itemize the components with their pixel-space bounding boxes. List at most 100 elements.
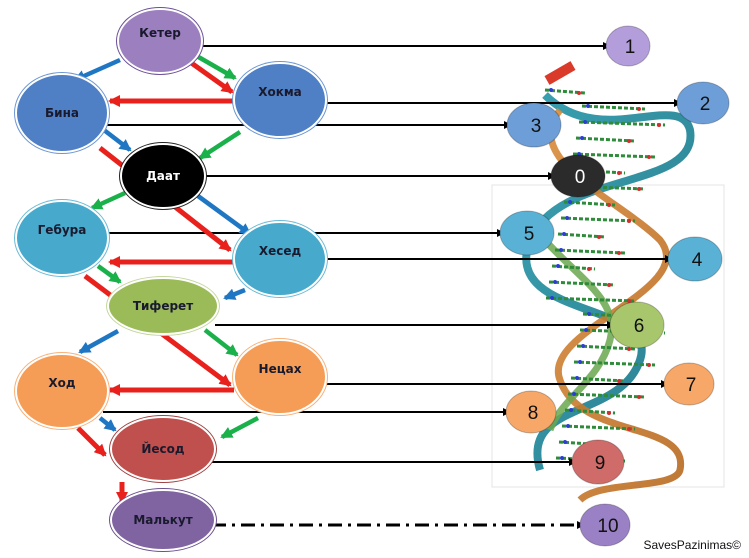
node-yesod[interactable]: Йесод bbox=[109, 415, 217, 483]
marker-4[interactable]: 4 bbox=[667, 236, 723, 282]
dna-strand-b bbox=[547, 107, 685, 503]
node-label: Гебура bbox=[38, 223, 87, 237]
atom bbox=[627, 347, 631, 351]
atom bbox=[627, 299, 631, 303]
green-arrow bbox=[220, 416, 260, 439]
base-pair bbox=[545, 296, 636, 303]
atom bbox=[627, 139, 631, 143]
node-tiferet[interactable]: Тиферет bbox=[106, 276, 220, 336]
node-label: Хокма bbox=[258, 85, 302, 99]
blue-arrow bbox=[196, 194, 252, 236]
marker-label: 8 bbox=[528, 403, 539, 424]
dna-markers: 1 2 3 0 5 4 6 7 8 9 10 bbox=[499, 25, 730, 547]
base-pair bbox=[578, 120, 666, 127]
marker-label: 7 bbox=[686, 375, 697, 396]
marker-10[interactable]: 10 bbox=[579, 503, 631, 547]
correspondence-lines bbox=[103, 42, 682, 529]
node-daat[interactable]: Даат bbox=[119, 142, 207, 210]
node-label: Тиферет bbox=[133, 299, 193, 313]
dna-helix-illustration bbox=[491, 61, 725, 503]
atom bbox=[607, 411, 611, 415]
base-pair bbox=[567, 392, 646, 399]
node-label: Ход bbox=[48, 376, 75, 390]
marker-label: 2 bbox=[700, 94, 711, 115]
marker-8[interactable]: 8 bbox=[505, 390, 557, 434]
node-netsah[interactable]: Нецах bbox=[232, 338, 328, 416]
marker-body bbox=[499, 210, 555, 256]
marker-label: 6 bbox=[634, 316, 645, 337]
base-pair bbox=[573, 360, 656, 367]
node-body bbox=[110, 416, 216, 482]
marker-6[interactable]: 6 bbox=[609, 301, 665, 349]
node-malkut[interactable]: Малькут bbox=[109, 488, 217, 552]
marker-body bbox=[676, 81, 730, 125]
green-arrow bbox=[198, 130, 242, 160]
base-pair bbox=[560, 216, 636, 223]
marker-body bbox=[550, 154, 606, 198]
marker-9[interactable]: 9 bbox=[571, 439, 625, 485]
marker-body bbox=[609, 301, 665, 349]
marker-label: 5 bbox=[524, 224, 535, 245]
node-keter[interactable]: Кетер bbox=[116, 7, 204, 75]
base-pair bbox=[570, 376, 626, 383]
node-hokma[interactable]: Хокма bbox=[232, 61, 328, 139]
node-body bbox=[15, 73, 109, 153]
atom bbox=[569, 408, 573, 412]
atom bbox=[637, 187, 641, 191]
base-pair bbox=[572, 152, 656, 159]
node-hesed[interactable]: Хесед bbox=[232, 220, 328, 298]
marker-body bbox=[506, 102, 562, 148]
node-label: Бина bbox=[45, 106, 79, 120]
dna-ribbon bbox=[544, 61, 576, 85]
atom bbox=[647, 155, 651, 159]
marker-3[interactable]: 3 bbox=[506, 102, 562, 148]
node-hod[interactable]: Ход bbox=[14, 352, 110, 430]
base-pair bbox=[581, 104, 646, 111]
atom bbox=[607, 283, 611, 287]
atom bbox=[575, 376, 579, 380]
marker-5[interactable]: 5 bbox=[499, 210, 555, 256]
marker-body bbox=[667, 236, 723, 282]
node-body bbox=[233, 339, 327, 415]
marker-label: 9 bbox=[595, 453, 606, 474]
node-bina[interactable]: Бина bbox=[14, 72, 110, 154]
marker-label: 10 bbox=[597, 516, 618, 537]
atom bbox=[568, 200, 572, 204]
green-arrow bbox=[90, 190, 126, 211]
node-label: Кетер bbox=[139, 26, 181, 40]
atom bbox=[647, 363, 651, 367]
marker-0[interactable]: 0 bbox=[550, 154, 606, 198]
marker-body bbox=[505, 390, 557, 434]
atom bbox=[577, 91, 581, 95]
atom bbox=[556, 264, 560, 268]
red-arrow bbox=[188, 59, 234, 95]
blue-arrow bbox=[78, 329, 120, 354]
base-pair bbox=[561, 424, 636, 431]
marker-body bbox=[579, 503, 631, 547]
atom bbox=[550, 296, 554, 300]
atom bbox=[586, 104, 590, 108]
node-label: Нецах bbox=[259, 362, 302, 376]
atom bbox=[587, 267, 591, 271]
node-body bbox=[120, 143, 206, 209]
node-gebura[interactable]: Гебура bbox=[14, 199, 110, 277]
atom bbox=[583, 120, 587, 124]
base-pair bbox=[563, 200, 616, 207]
credit-text: SavesPazinimas© bbox=[643, 538, 741, 552]
blue-arrow bbox=[223, 287, 246, 301]
marker-body bbox=[605, 25, 651, 67]
marker-1[interactable]: 1 bbox=[605, 25, 651, 67]
dna-base-pairs bbox=[544, 88, 666, 463]
base-pair bbox=[575, 136, 636, 143]
marker-label: 4 bbox=[692, 250, 703, 271]
atom bbox=[565, 216, 569, 220]
atom bbox=[584, 328, 588, 332]
atom bbox=[578, 360, 582, 364]
marker-2[interactable]: 2 bbox=[676, 81, 730, 125]
marker-7[interactable]: 7 bbox=[663, 362, 715, 406]
atom bbox=[580, 136, 584, 140]
node-body bbox=[107, 277, 219, 335]
atom bbox=[572, 392, 576, 396]
